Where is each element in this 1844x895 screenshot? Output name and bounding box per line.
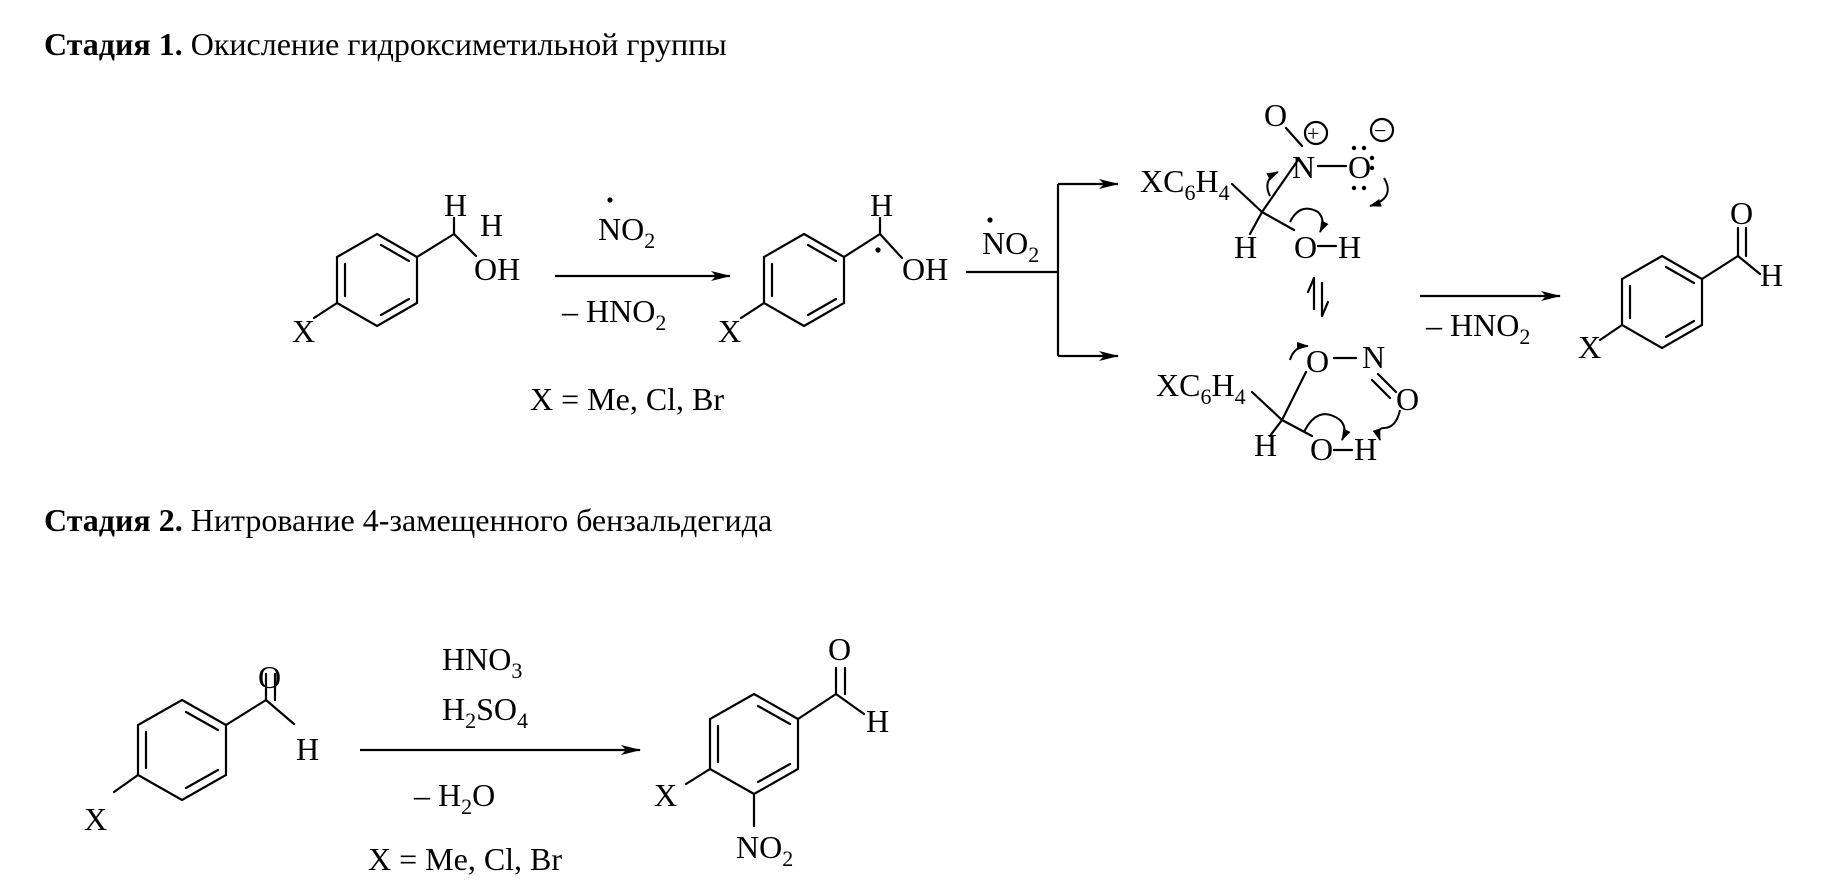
reaction-arrow-stage2: HNO3 H2SO4 – H2O <box>360 641 641 819</box>
nitrobenzaldehyde-product: O H X NO2 <box>654 631 889 871</box>
byproduct-h2o: – H2O <box>413 777 495 819</box>
atom-n: N <box>1292 149 1315 185</box>
atom-n: N <box>1362 339 1385 375</box>
atom-o: O <box>1306 343 1329 379</box>
x-substituents-stage2: X = Me, Cl, Br <box>368 841 562 877</box>
stage-1-label: Стадия 1. <box>44 26 183 62</box>
x-substituents-stage1: X = Me, Cl, Br <box>530 381 724 417</box>
atom-x: X <box>292 313 315 349</box>
atom-h: H <box>1254 427 1277 463</box>
benzaldehyde-product: O H X <box>1578 195 1783 365</box>
atom-oh: OH <box>474 251 520 287</box>
reagent-no2-radical-2: NO2 <box>982 225 1039 267</box>
atom-h: H <box>480 207 503 243</box>
atom-oh: OH <box>902 251 948 287</box>
atom-h: H <box>1354 431 1377 467</box>
benzaldehyde-reactant: O H X <box>84 659 319 837</box>
nitro-adduct-intermediate: XC6H4 N O O + − H O H <box>1140 97 1395 265</box>
aryl-group-label: XC6H4 <box>1156 367 1246 409</box>
stage-2-title: Нитрование 4-замещенного бензальдегида <box>190 502 773 538</box>
atom-h: H <box>1760 257 1783 293</box>
charge-minus: − <box>1374 118 1386 143</box>
reaction-arrow-1: NO2 – HNO2 <box>555 197 731 335</box>
reagent-hno3: HNO3 <box>442 641 522 683</box>
atom-h: H <box>870 187 893 223</box>
positive-charge-icon <box>1303 120 1329 146</box>
atom-o: O <box>1730 195 1753 231</box>
stage-2-heading: Стадия 2. Нитрование 4-замещенного бенза… <box>44 502 772 539</box>
atom-o-minus: O <box>1348 149 1371 185</box>
stage-1-heading: Стадия 1. Окисление гидроксиметильной гр… <box>44 26 727 63</box>
curly-arrow <box>1372 409 1401 441</box>
equilibrium-arrows <box>1306 276 1330 318</box>
nitro-group: NO2 <box>736 829 793 871</box>
benzyl-radical-molecule: H OH X <box>718 187 948 349</box>
atom-h: H <box>866 703 889 739</box>
reaction-arrow-3: – HNO2 <box>1420 291 1561 349</box>
atom-o: O <box>1264 97 1287 133</box>
curly-arrow <box>1289 207 1329 233</box>
curly-arrow <box>1303 413 1351 441</box>
curly-arrow <box>1289 342 1309 361</box>
atom-h: H <box>1234 229 1257 265</box>
branch-arrows: NO2 <box>966 179 1119 361</box>
nitrite-adduct-intermediate: XC6H4 O N O H O H <box>1156 339 1419 467</box>
atom-o: O <box>1294 229 1317 265</box>
stage-2-label: Стадия 2. <box>44 502 183 538</box>
atom-x: X <box>654 777 677 813</box>
negative-charge-icon <box>1369 117 1395 143</box>
byproduct-hno2-2: – HNO2 <box>1425 307 1530 349</box>
atom-x: X <box>84 801 107 837</box>
reagent-h2so4: H2SO4 <box>442 691 528 733</box>
atom-h: H <box>296 731 319 767</box>
atom-h: H <box>1338 229 1361 265</box>
atom-h: H <box>444 187 467 223</box>
atom-o: O <box>258 659 281 695</box>
stage-1-title: Окисление гидроксиметильной группы <box>190 26 727 62</box>
aryl-group-label: XC6H4 <box>1140 163 1230 205</box>
atom-x: X <box>1578 329 1601 365</box>
benzyl-alcohol-molecule: H H OH X <box>292 187 520 349</box>
byproduct-hno2: – HNO2 <box>561 293 666 335</box>
atom-o: O <box>1396 381 1419 417</box>
charge-plus: + <box>1307 121 1319 146</box>
reagent-no2-radical: NO2 <box>598 211 655 253</box>
curly-arrow <box>1369 177 1389 207</box>
atom-o: O <box>828 631 851 667</box>
atom-x: X <box>718 313 741 349</box>
atom-o: O <box>1310 431 1333 467</box>
curly-arrow <box>1266 171 1279 197</box>
